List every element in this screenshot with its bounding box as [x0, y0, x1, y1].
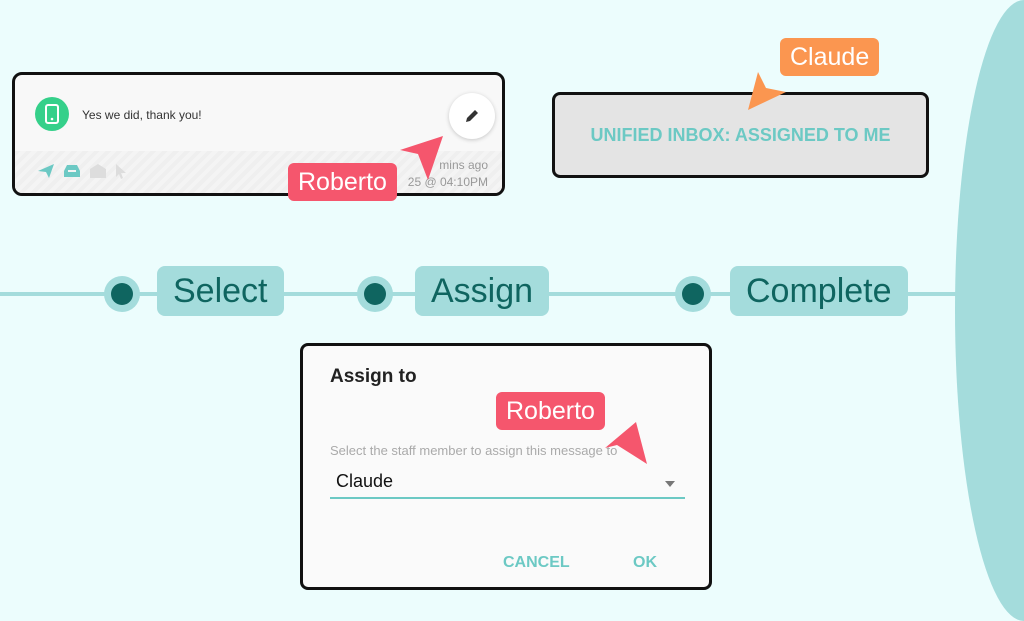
phone-icon: [35, 97, 69, 131]
pointer-icon: [116, 164, 126, 179]
roberto-cursor-label: Roberto: [288, 163, 397, 201]
step-dot: [104, 276, 140, 312]
inbox-icon: [64, 165, 80, 177]
roberto-cursor-label: Roberto: [496, 392, 605, 430]
roberto-cursor-arrow: [400, 136, 443, 180]
step-select: Select: [157, 266, 284, 316]
step-dot: [675, 276, 711, 312]
pencil-icon: [466, 110, 478, 122]
step-complete: Complete: [730, 266, 908, 316]
assign-dialog: Assign to Select the staff member to ass…: [300, 343, 712, 590]
unified-inbox-button[interactable]: UNIFIED INBOX: ASSIGNED TO ME: [552, 92, 929, 178]
step-assign: Assign: [415, 266, 550, 316]
dropdown-caret-icon: [665, 481, 675, 492]
roberto-cursor-arrow: [605, 422, 647, 464]
select-label: Select the staff member to assign this m…: [330, 443, 618, 458]
time-ago: mins ago: [439, 158, 488, 172]
claude-cursor-arrow: [748, 72, 786, 110]
dialog-title: Assign to: [330, 366, 417, 387]
decorative-blob: [955, 0, 1024, 621]
cancel-button[interactable]: CANCEL: [503, 554, 570, 571]
edit-button[interactable]: [449, 93, 495, 139]
open-mail-icon: [90, 164, 106, 178]
send-icon: [38, 164, 54, 178]
ok-button[interactable]: OK: [633, 554, 657, 571]
step-dot: [357, 276, 393, 312]
staff-select[interactable]: Claude: [330, 466, 685, 499]
claude-cursor-label: Claude: [780, 38, 880, 76]
message-text: Yes we did, thank you!: [82, 108, 202, 122]
selected-staff: Claude: [336, 471, 394, 491]
